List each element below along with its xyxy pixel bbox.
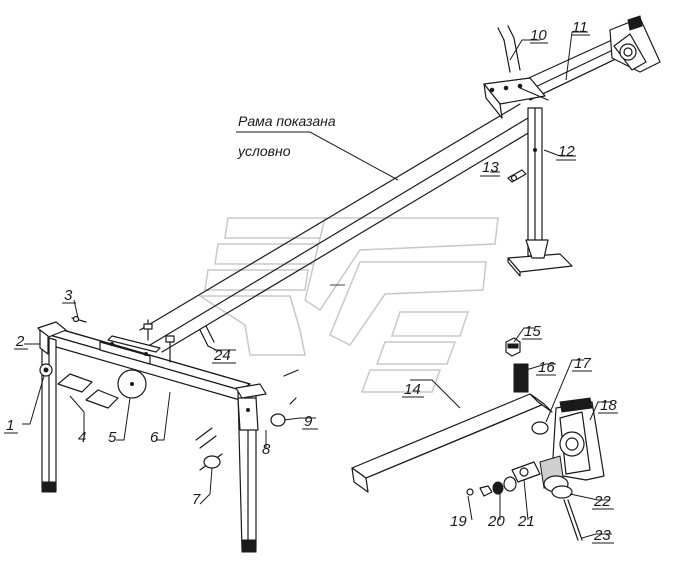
callout-2: 2 (15, 333, 25, 350)
disc-5 (117, 369, 147, 399)
callout-10: 10 (530, 27, 547, 44)
callout-11: 11 (572, 19, 588, 36)
callout-numbers: 1 2 3 4 5 6 7 8 9 10 11 12 13 14 15 16 1… (6, 19, 617, 544)
left-leg-1 (37, 321, 67, 493)
callout-14: 14 (404, 381, 421, 398)
upper-bracket-plate (483, 77, 549, 119)
main-frame-beam (139, 103, 541, 353)
callout-8: 8 (262, 441, 271, 458)
callout-15: 15 (524, 323, 541, 340)
callout-19: 19 (450, 513, 467, 530)
callout-4: 4 (78, 429, 86, 446)
frame-note: Рама показана условно (237, 113, 336, 159)
bracket-21 (511, 461, 541, 483)
pin-13 (507, 169, 527, 183)
washer-17 (531, 421, 549, 435)
callout-5: 5 (108, 429, 117, 446)
watermark-logo (197, 217, 499, 393)
callout-23: 23 (593, 527, 611, 544)
note-line-2: условно (237, 143, 291, 159)
pins-10 (497, 25, 521, 73)
disc-22 (551, 485, 573, 499)
callout-3: 3 (64, 287, 73, 304)
bushing-9 (270, 397, 297, 427)
pins-7 (195, 427, 223, 471)
callout-7: 7 (192, 491, 201, 508)
callout-18: 18 (600, 397, 617, 414)
spring-16 (513, 363, 529, 393)
callout-20: 20 (487, 513, 505, 530)
right-leg-8 (235, 383, 267, 553)
bearing-housing-18 (539, 397, 605, 493)
callout-6: 6 (150, 429, 159, 446)
callout-1: 1 (6, 417, 14, 434)
nuts-19-20 (466, 476, 517, 497)
mounting-plate (99, 319, 175, 365)
u-bolts-4 (57, 373, 119, 409)
callout-12: 12 (558, 143, 575, 160)
callout-13: 13 (482, 159, 499, 176)
beam-14 (351, 393, 553, 493)
callout-17: 17 (574, 355, 591, 372)
upper-bearing-housing (609, 15, 661, 73)
pin-24 (199, 325, 299, 377)
leader-lines (22, 31, 612, 539)
note-line-1: Рама показана (238, 113, 336, 129)
callout-16: 16 (538, 359, 555, 376)
nut-15 (505, 337, 521, 357)
callout-21: 21 (517, 513, 535, 530)
callout-24: 24 (213, 347, 231, 364)
stand-12 (507, 107, 573, 277)
callout-22: 22 (593, 493, 611, 510)
callout-underlines (4, 34, 618, 544)
pin-3 (71, 315, 87, 323)
callout-9: 9 (304, 413, 313, 430)
bolt-23 (563, 499, 583, 541)
